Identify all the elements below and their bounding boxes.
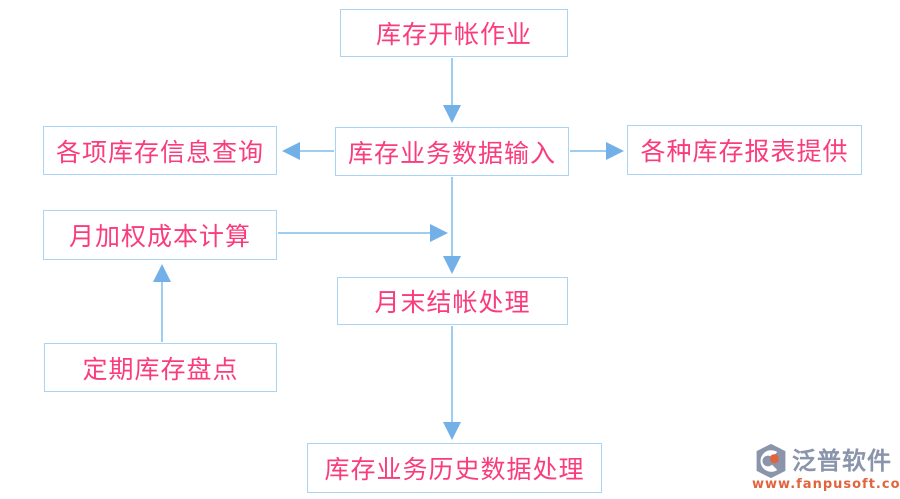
node-business-data-input: 库存业务数据输入	[335, 127, 569, 176]
node-history-data-processing: 库存业务历史数据处理	[307, 443, 602, 493]
vendor-brand-name: 泛普软件	[792, 447, 892, 475]
vendor-watermark: 泛普软件 www.fanpusoft.com	[752, 443, 900, 495]
node-periodic-stocktake: 定期库存盘点	[44, 343, 277, 392]
node-month-end-closing: 月末结帐处理	[337, 277, 568, 325]
fanpu-logo-icon	[756, 443, 786, 479]
node-report-provision: 各种库存报表提供	[627, 125, 862, 175]
node-weighted-cost-calc: 月加权成本计算	[43, 210, 277, 260]
node-inventory-opening: 库存开帐作业	[340, 9, 568, 57]
node-info-query: 各项库存信息查询	[43, 126, 277, 175]
vendor-url: www.fanpusoft.com	[752, 477, 900, 492]
